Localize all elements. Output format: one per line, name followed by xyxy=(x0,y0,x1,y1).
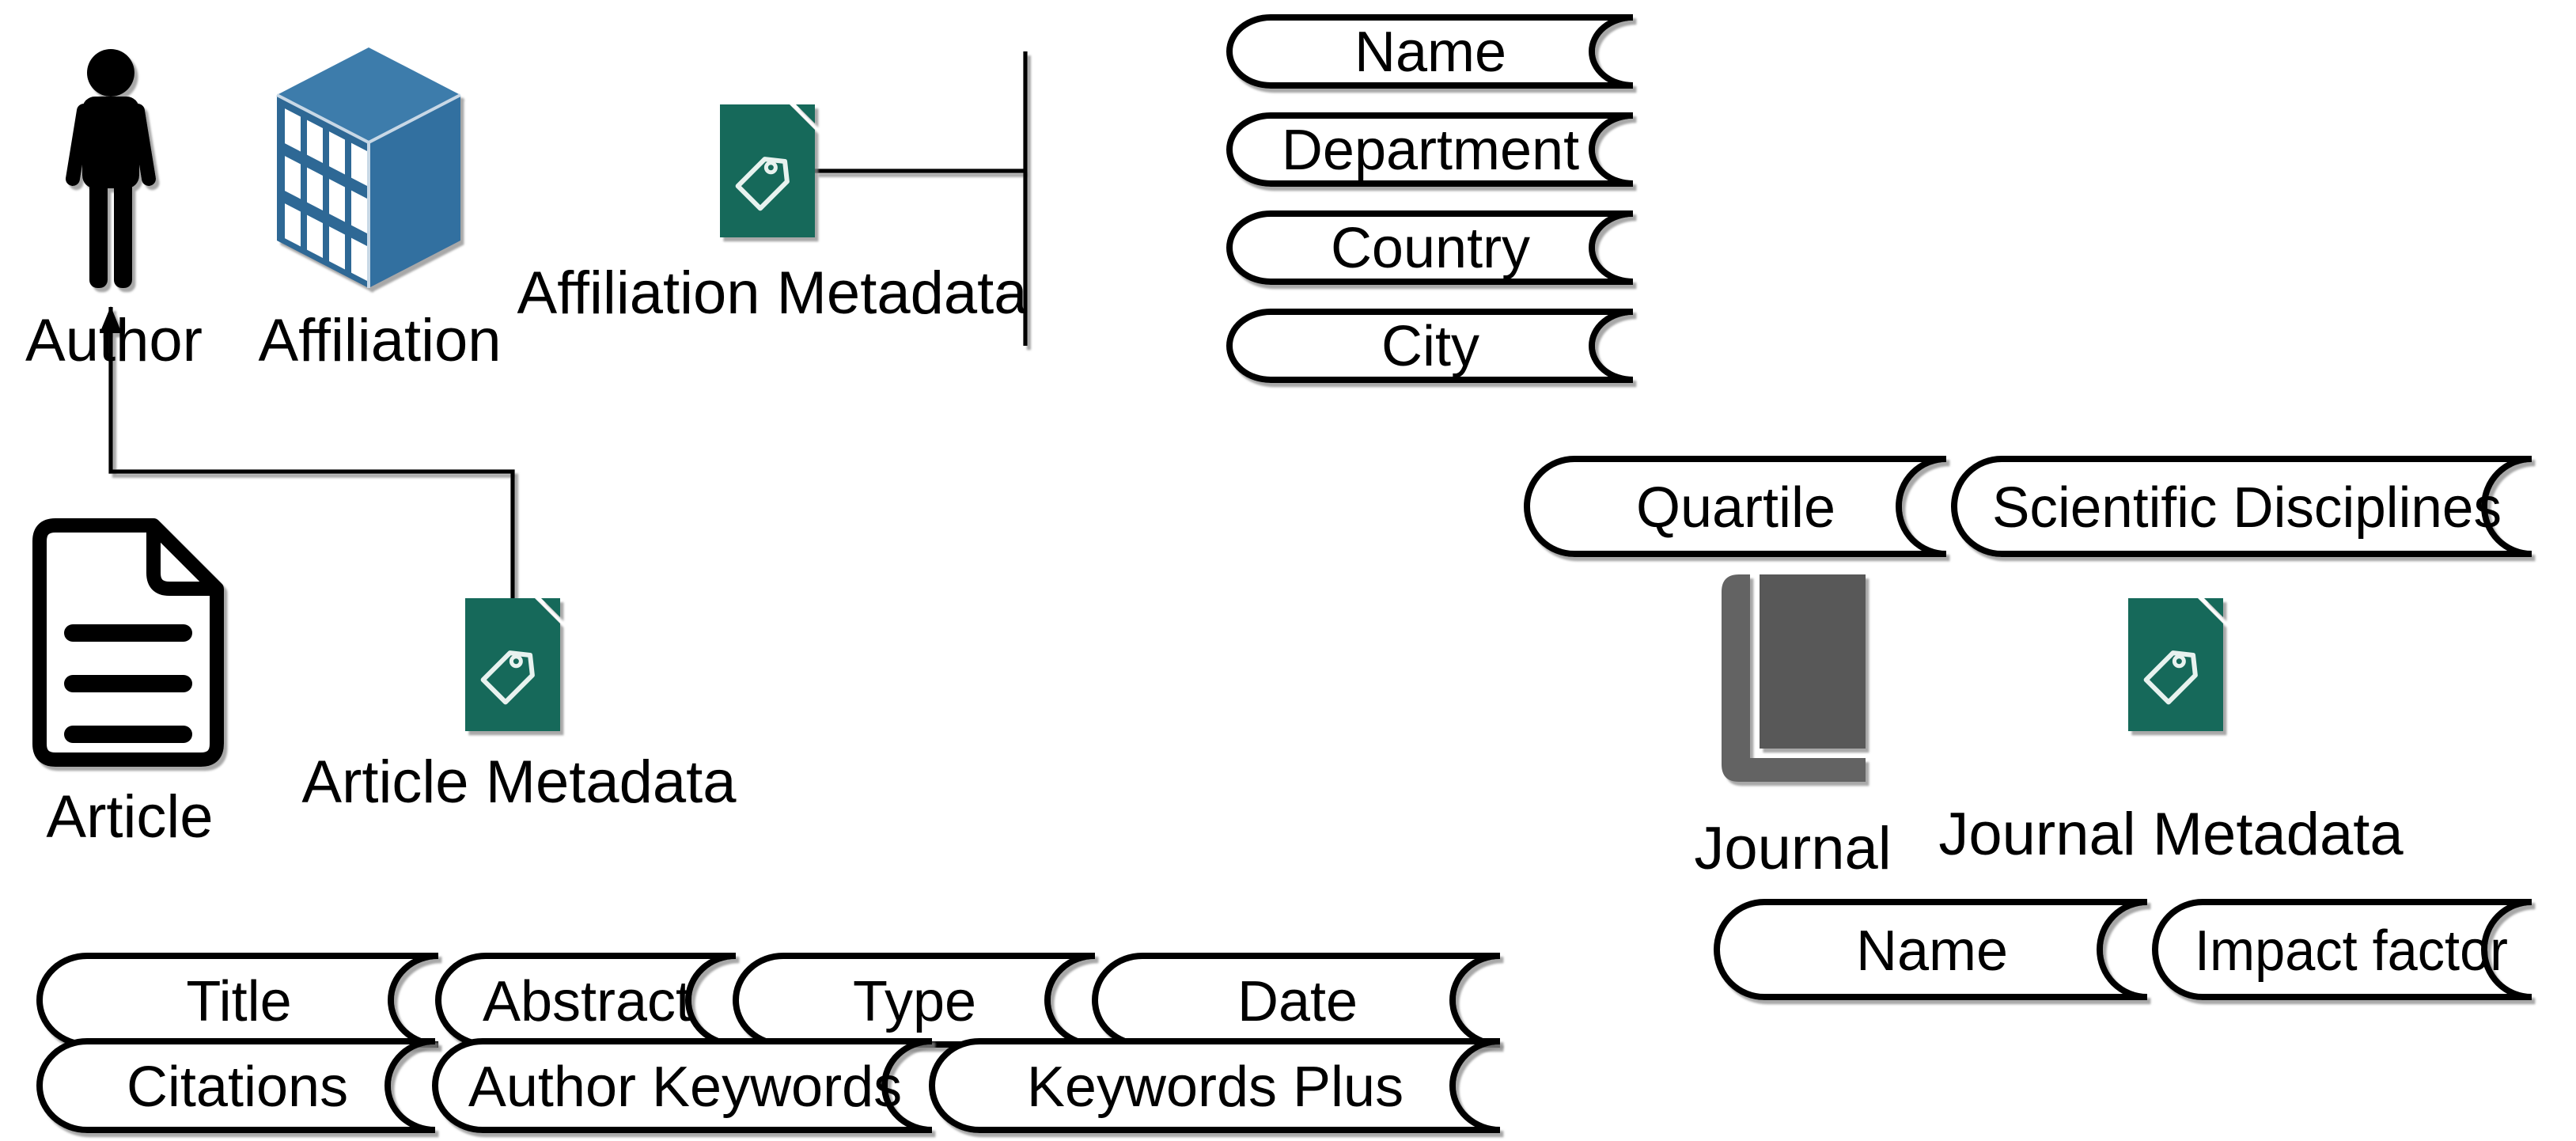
journal-metadata-label: Journal Metadata xyxy=(1938,801,2404,868)
pill-quartile xyxy=(1524,456,1947,557)
pill-keywords-plus xyxy=(929,1038,1501,1133)
pill-author-keywords xyxy=(432,1038,933,1133)
pill-impact-factor-label: Impact factor xyxy=(2195,919,2508,983)
connectors xyxy=(100,40,2187,947)
journal-book-pages xyxy=(1760,574,1866,749)
pill-journal-name-label: Name xyxy=(1856,919,2008,983)
journal-book-icon xyxy=(1722,574,1866,782)
node-labels: Author Affiliation Affiliation Metadata … xyxy=(25,260,2404,882)
building-windows xyxy=(285,108,367,281)
affiliation-label: Affiliation xyxy=(258,307,501,374)
affiliation-field-pills: Name Department Country City xyxy=(1226,14,1634,383)
journal-label: Journal xyxy=(1694,815,1891,882)
pill-affiliation-city-label: City xyxy=(1381,315,1479,378)
pill-scientific-disciplines xyxy=(1951,456,2532,557)
pill-title-label: Title xyxy=(186,970,291,1033)
pill-affiliation-name-label: Name xyxy=(1354,21,1506,84)
article-icon-fold xyxy=(146,525,217,596)
article-field-pills-row1: Title Abstract Type Date xyxy=(36,953,1501,1048)
pill-title xyxy=(36,953,439,1048)
affiliation-metadata-label: Affiliation Metadata xyxy=(517,260,1029,327)
author-icon-leg-left xyxy=(89,177,108,288)
pill-keywords-plus-label: Keywords Plus xyxy=(1027,1056,1404,1119)
affiliation-building-icon xyxy=(276,47,461,288)
article-label: Article xyxy=(46,783,213,851)
journal-quality-pills: Quartile Scientific Disciplines xyxy=(1524,456,2532,557)
pill-abstract-label: Abstract xyxy=(483,970,691,1033)
pill-affiliation-department xyxy=(1226,112,1634,187)
pill-date-label: Date xyxy=(1237,970,1358,1033)
author-label: Author xyxy=(25,307,203,374)
pill-quartile-label: Quartile xyxy=(1636,476,1835,540)
pill-affiliation-city xyxy=(1226,309,1634,383)
arrow-article-metadata-to-author xyxy=(100,306,515,598)
affiliation-metadata-tag-icon xyxy=(720,104,815,237)
line-affiliation-metadata-branch xyxy=(815,51,1028,346)
author-icon-arms xyxy=(66,104,156,186)
journal-field-pills: Name Impact factor xyxy=(1714,899,2532,1000)
author-icon-head xyxy=(87,49,134,97)
author-icon-torso xyxy=(82,97,139,188)
pill-journal-name xyxy=(1714,899,2148,1000)
author-icon xyxy=(66,49,156,288)
building-right-face xyxy=(369,95,460,288)
pill-author-keywords-label: Author Keywords xyxy=(468,1056,902,1119)
article-icon-text-lines xyxy=(64,624,192,743)
pill-affiliation-country-label: Country xyxy=(1331,217,1530,280)
pill-citations xyxy=(36,1038,436,1133)
journal-metadata-tag-icon xyxy=(2128,598,2223,731)
pill-impact-factor xyxy=(2152,899,2532,1000)
pill-type-label: Type xyxy=(853,970,976,1033)
pill-citations-label: Citations xyxy=(127,1056,348,1119)
journal-book-cover xyxy=(1722,574,1866,782)
pill-scientific-disciplines-label: Scientific Disciplines xyxy=(1992,476,2502,540)
pill-affiliation-department-label: Department xyxy=(1282,119,1579,182)
building-edge-highlight xyxy=(276,93,461,288)
article-metadata-label: Article Metadata xyxy=(301,749,737,816)
author-icon-leg-right xyxy=(114,177,132,288)
article-metadata-tag-icon xyxy=(465,598,560,731)
pill-affiliation-name xyxy=(1226,14,1634,89)
article-field-pills-row2: Citations Author Keywords Keywords Plus xyxy=(36,1038,1501,1133)
article-icon-outline xyxy=(32,518,224,767)
article-document-icon xyxy=(32,518,224,767)
pill-affiliation-country xyxy=(1226,210,1634,285)
